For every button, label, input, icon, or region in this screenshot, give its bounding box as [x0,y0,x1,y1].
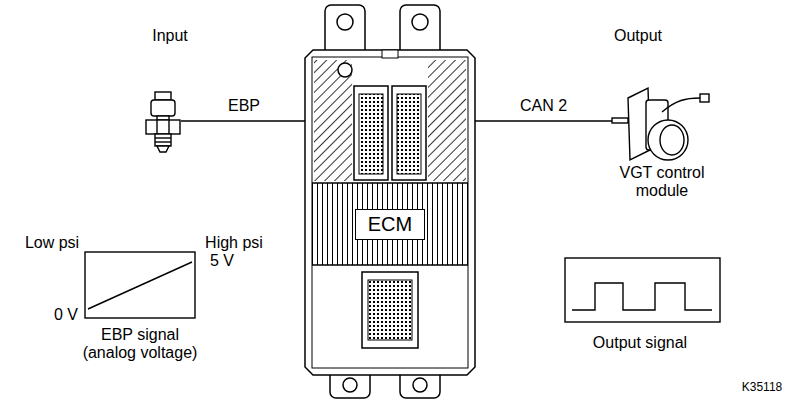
graph-caption: EBP signal (analog voltage) [77,326,203,363]
pwm-graph [565,258,720,322]
module-label: ECM [355,209,425,240]
voltage-value: 0 V [54,306,78,324]
module-caption: VGT control module [612,164,712,201]
signal-wire [181,120,305,121]
pressure-sensor [146,92,180,152]
bus-name: CAN 2 [518,97,569,115]
figure-number: K35118 [742,381,782,395]
voltage-graph [85,252,195,318]
section-heading: Input [152,27,188,45]
vgt-actuator [612,88,709,160]
ecm-housing [305,5,475,398]
axis-label: Low psi [25,234,79,252]
voltage-value: 5 V [210,252,234,270]
axis-label: High psi [205,234,263,252]
vgt-module: VGT control module [612,84,712,201]
graph-caption: Output signal [593,334,687,352]
bus-line [475,120,612,121]
ecm-module: ECM [305,50,475,375]
section-heading: Output [614,27,662,45]
signal-name: EBP [228,97,260,115]
